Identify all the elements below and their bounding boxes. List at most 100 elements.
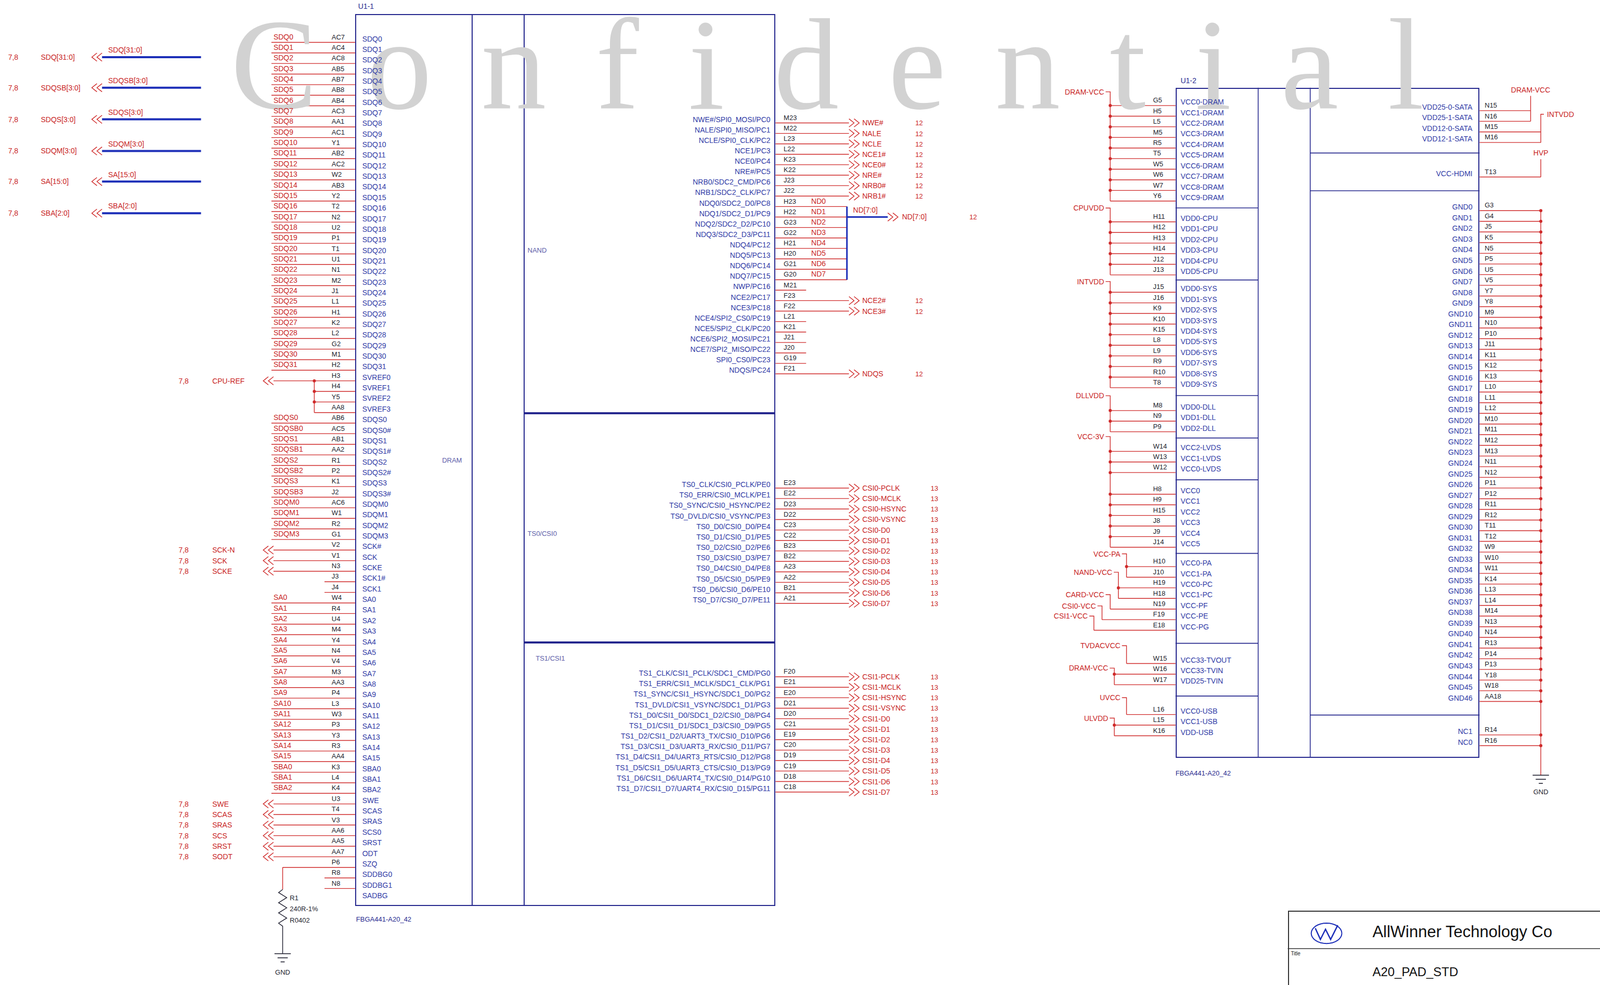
junction-dot [1539,465,1543,469]
ball-number: R1 [331,456,341,464]
net-label: SA8 [273,678,288,686]
pin-name: VCC0-LVDS [1180,465,1221,473]
pin-name: SDQS0 [362,415,387,424]
junction-dot [1539,380,1543,384]
ball-number: G20 [783,270,797,278]
section-divider [1309,87,1311,759]
signal-wire [1479,541,1541,542]
ball-number: AB4 [331,96,345,104]
junction-dot [1539,678,1543,682]
offpage-connector [92,115,98,124]
ball-number: J16 [1152,293,1164,301]
offpage-connector [854,547,860,556]
bus-label: SDQSB[3:0] [108,76,148,85]
net-label: SDQ15 [273,191,298,200]
ball-number: L14 [1484,596,1497,604]
offpage-connector [854,191,860,201]
ball-number: M15 [1484,122,1498,130]
ball-number: AA2 [331,446,345,453]
offpage-connector [854,735,860,745]
pin-name: SCKE [362,564,383,572]
offpage-connector [854,704,860,713]
net-label: SCK [212,557,228,565]
pin-name: GND23 [1448,448,1473,457]
signal-wire [775,771,849,772]
net-label: SDQSB1 [273,445,304,453]
net-label: CSI0-D1 [862,537,891,545]
signal-wire [1479,690,1541,692]
signal-wire [324,592,356,593]
junction-dot [1539,582,1543,587]
ball-number: F19 [1152,610,1165,618]
ball-number: J3 [331,573,340,580]
ball-number: H10 [1152,557,1166,565]
pin-name: TS1_D5/CSI1_D5/UART3_CTS/CSI0_D13/PG9 [615,764,771,772]
signal-wire [1110,421,1176,422]
net-label: CSI1-D7 [862,788,891,797]
signal-wire [282,867,356,868]
resistor-symbol [278,889,288,955]
pin-name: GND2 [1452,224,1473,232]
signal-wire [775,185,849,186]
signal-wire [271,274,356,276]
net-label: SDQ12 [273,160,298,168]
pin-name: GND7 [1452,278,1473,286]
offpage-connector [263,842,269,851]
junction-dot [1108,524,1112,528]
signal-wire [271,147,356,149]
junction-dot [1539,744,1543,748]
net-label: SCS [212,832,228,840]
signal-wire [271,697,356,699]
offpage-connector [854,494,860,503]
ball-number: V2 [331,541,341,549]
signal-wire [775,739,849,740]
pin-name: VDD4-SYS [1180,327,1217,335]
chip-symbol: DRAMNANDTS0/CSI0TS1/CSI1U1-1FBGA441-A20_… [355,14,776,906]
pin-name: TS0_D2/CSI0_D2/PE6 [696,543,771,552]
power-rail [1122,645,1127,664]
junction-dot [1108,220,1112,224]
signal-wire [1479,110,1531,111]
junction-dot [1539,604,1543,608]
pin-name: SA8 [362,680,376,688]
ball-number: B22 [783,552,796,560]
junction-dot [1108,375,1112,379]
offpage-connector [854,714,860,724]
offpage-connector [854,599,860,608]
signal-wire [271,465,356,466]
ball-number: H3 [331,371,341,379]
page-ref: 13 [930,568,939,576]
ball-number: AA3 [331,678,345,686]
net-label: SDQ27 [273,318,298,327]
ball-number: AA7 [331,848,345,855]
junction-dot [1539,657,1543,661]
ball-number: L1 [331,297,340,305]
ball-number: Y5 [331,393,341,400]
ball-number: J23 [783,176,795,184]
net-label: CSI1-D0 [862,715,891,723]
signal-wire [775,760,849,762]
pin-name: GND25 [1448,470,1473,478]
page-ref: 12 [915,172,923,179]
ball-number: W1 [331,509,343,517]
section-divider [1175,553,1259,555]
offpage-connector [854,756,860,765]
title-divider [1288,948,1600,950]
ball-number: J20 [783,344,795,351]
pin-name: SRAS [362,817,383,826]
ball-number: H9 [1152,496,1162,503]
net-label: SDQ31 [273,360,298,369]
section-divider [1175,207,1259,209]
offpage-connector [268,810,274,819]
pin-name: TS1_SYNC/CSI1_HSYNC/SDC1_D0/PG2 [633,690,771,698]
pin-name: GND45 [1448,683,1473,692]
offpage-connector [854,567,860,577]
offpage-connector [849,484,855,493]
ball-number: W7 [1152,181,1164,189]
ball-number: K13 [1484,372,1497,380]
ball-number: K16 [1152,726,1165,734]
signal-wire [271,719,356,720]
offpage-connector [854,693,860,702]
box-text: FBGA441-A20_42 [356,916,412,923]
net-label: NCE1# [862,150,886,159]
